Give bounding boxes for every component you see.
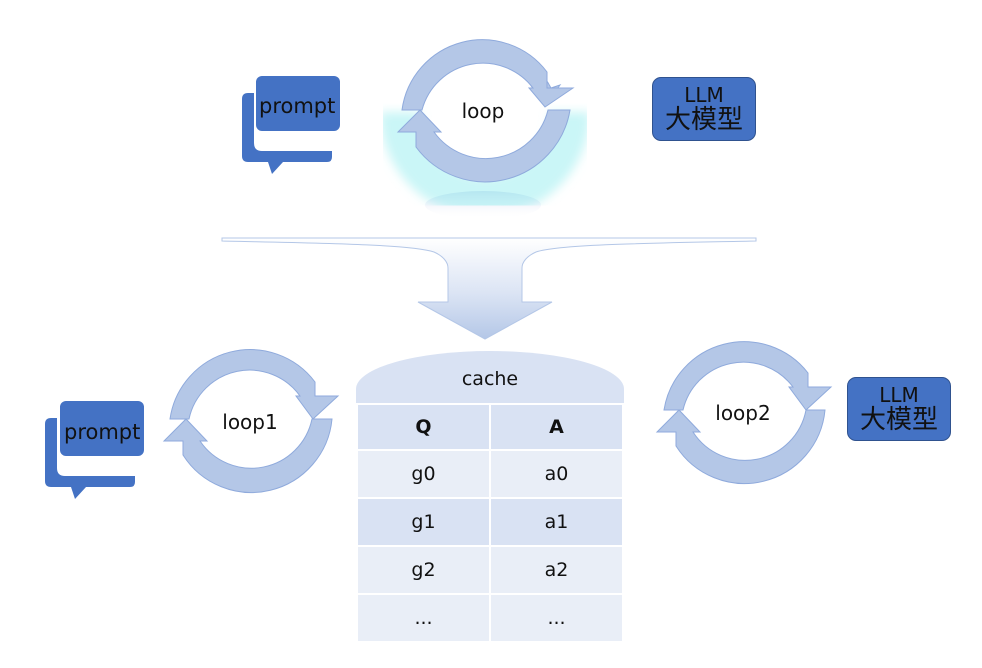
prompt-label-bottom: prompt xyxy=(64,420,141,444)
column-header-a: A xyxy=(489,403,624,451)
loop2-label: loop2 xyxy=(715,401,771,425)
prompt-chat-icon-top xyxy=(242,76,340,174)
llm-chinese-label: 大模型 xyxy=(664,104,743,135)
prompt-label-top: prompt xyxy=(259,94,336,118)
llm-model-box-top: LLM 大模型 xyxy=(652,77,756,141)
cell-answer: a0 xyxy=(489,449,624,499)
loop-cycle-arrows-top xyxy=(380,39,590,219)
merge-down-arrow xyxy=(221,237,757,340)
cell-question: g2 xyxy=(356,545,491,595)
arrow-lower-arc xyxy=(396,109,571,183)
cell-answer: a1 xyxy=(489,497,624,547)
table-row: g2 a2 xyxy=(356,545,624,595)
cell-question: ... xyxy=(356,593,491,643)
cache-header-row: Q A xyxy=(356,403,624,451)
llm-model-box-bottom: LLM 大模型 xyxy=(847,377,951,441)
prompt-chat-icon-bottom xyxy=(45,401,144,499)
loop1-label: loop1 xyxy=(222,410,278,434)
loop1-cycle-arrows xyxy=(162,349,340,494)
loop-label: loop xyxy=(461,99,505,123)
table-row: g1 a1 xyxy=(356,497,624,547)
cell-answer: a2 xyxy=(489,545,624,595)
column-header-q: Q xyxy=(356,403,491,451)
table-row: g0 a0 xyxy=(356,449,624,499)
cell-answer: ... xyxy=(489,593,624,643)
llm-label: LLM xyxy=(684,82,724,107)
table-row: ... ... xyxy=(356,593,624,643)
cache-title: cache xyxy=(461,368,519,390)
llm-label: LLM xyxy=(879,382,919,407)
llm-chinese-label: 大模型 xyxy=(859,404,938,435)
cell-question: g1 xyxy=(356,497,491,547)
cache-table: Q A g0 a0 g1 a1 g2 a2 ... ... xyxy=(356,403,624,643)
cell-question: g0 xyxy=(356,449,491,499)
loop2-cycle-arrows xyxy=(655,341,833,485)
